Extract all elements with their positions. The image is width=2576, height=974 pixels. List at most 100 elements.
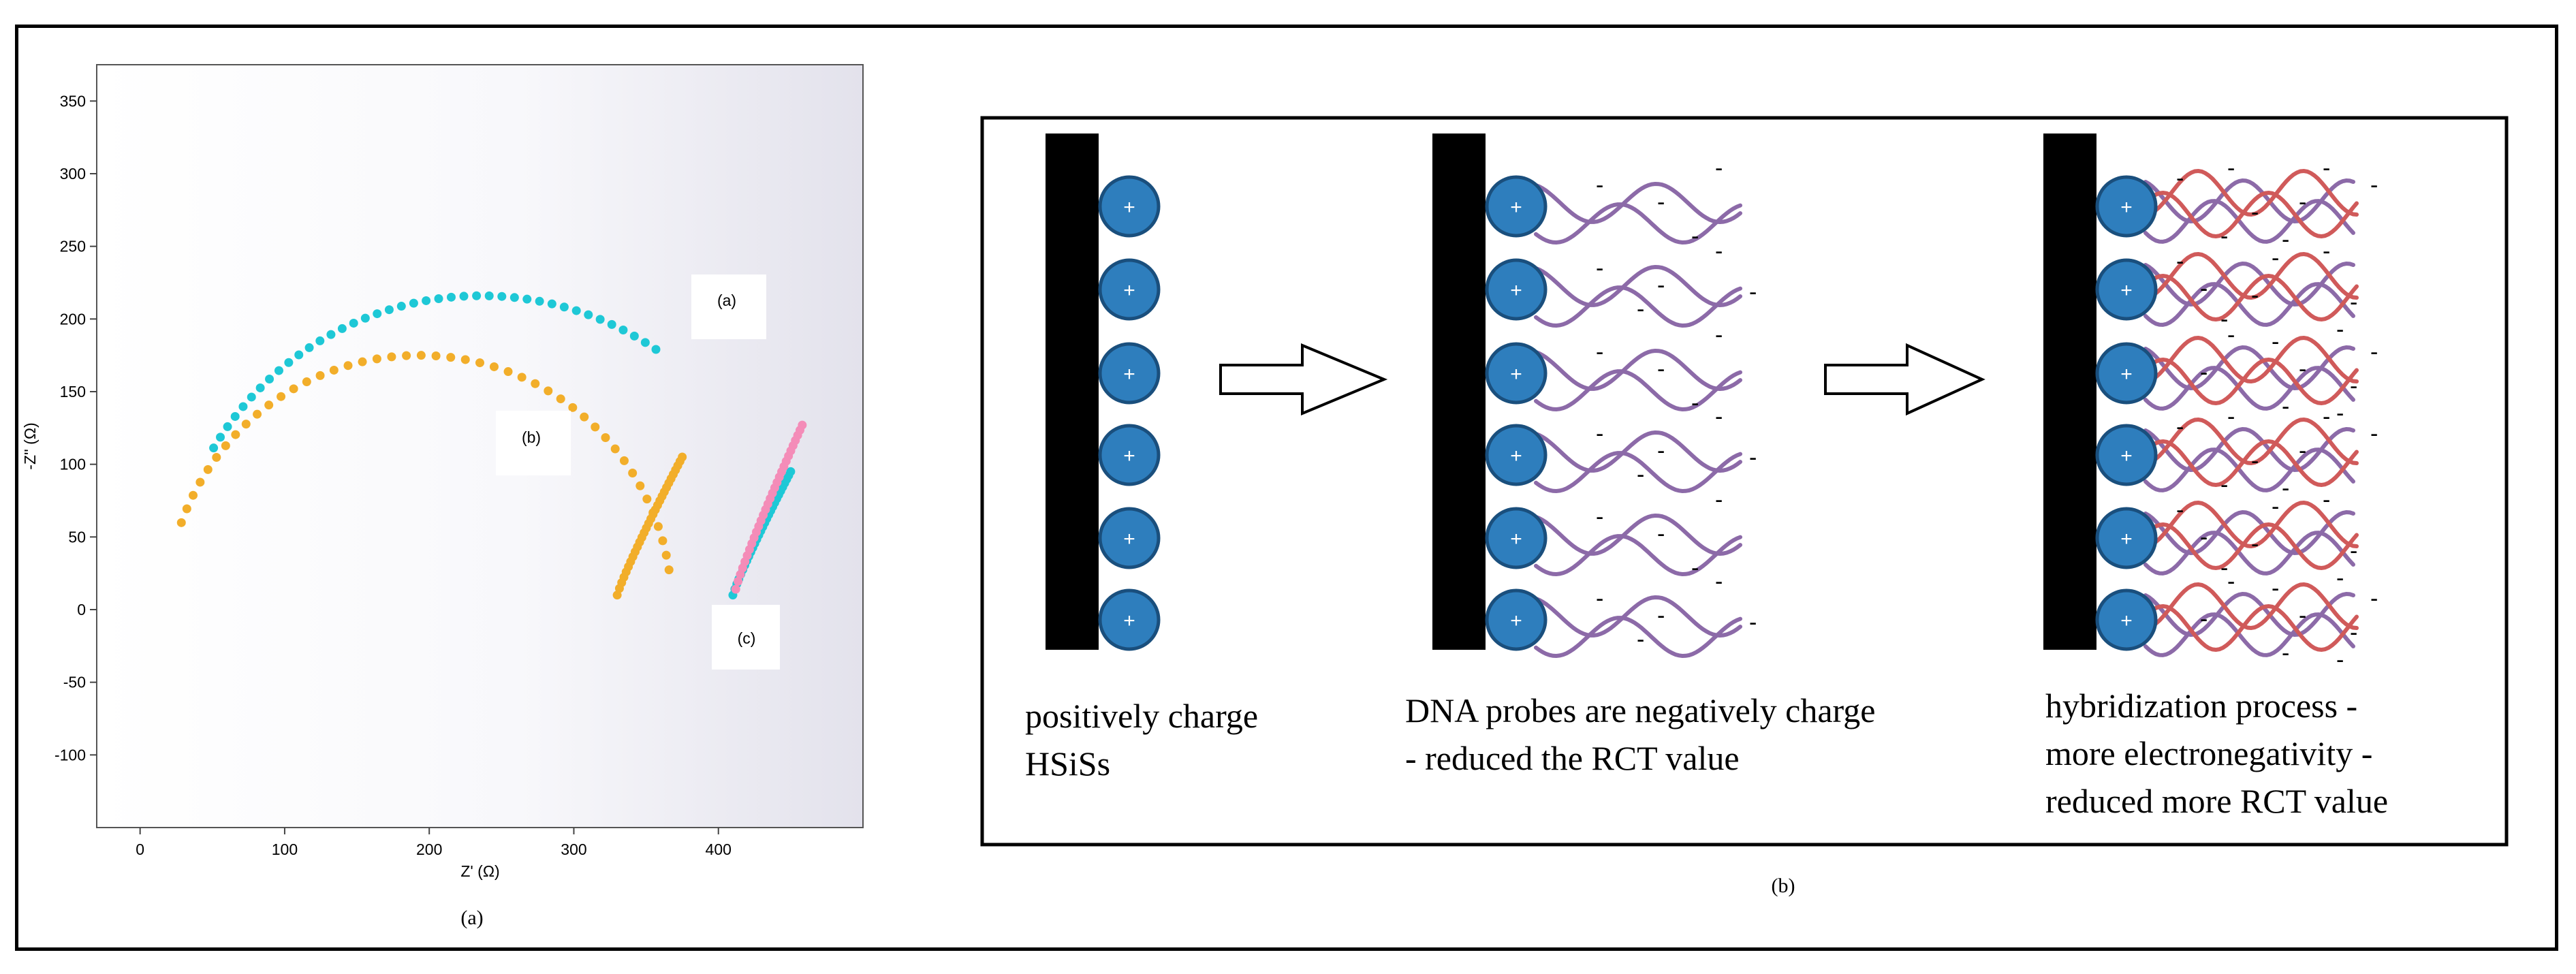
y-tick-label: 150	[60, 383, 86, 400]
data-point	[315, 371, 325, 380]
minus-sign: -	[1657, 272, 1665, 298]
positive-bead	[1485, 175, 1548, 238]
target-strand	[2143, 168, 2359, 217]
data-point	[274, 366, 283, 375]
minus-sign: -	[2176, 249, 2184, 274]
minus-sign: -	[1691, 390, 1699, 416]
minus-sign: -	[2251, 200, 2259, 225]
data-point	[648, 508, 658, 518]
minus-sign: -	[1637, 462, 1644, 488]
data-point	[176, 518, 186, 527]
data-point	[255, 383, 265, 392]
minus-sign: -	[2370, 339, 2378, 365]
minus-sign: -	[1715, 487, 1723, 513]
minus-sign: -	[2251, 531, 2259, 557]
data-point	[503, 367, 513, 377]
plus-sign: +	[1123, 528, 1135, 550]
probe-strand	[2143, 282, 2355, 327]
probe-strand	[2143, 612, 2355, 657]
minus-sign: -	[2323, 487, 2330, 513]
annotation-a: (a)	[717, 292, 736, 309]
minus-sign: -	[1715, 404, 1723, 430]
plus-sign: +	[2120, 445, 2133, 467]
minus-sign: -	[2282, 227, 2289, 253]
minus-sign: -	[1715, 238, 1723, 264]
minus-sign: -	[1691, 555, 1699, 581]
data-point	[628, 468, 638, 477]
plus-sign: +	[2120, 363, 2133, 386]
positive-bead	[2095, 424, 2158, 486]
data-point	[358, 357, 367, 366]
arrow-right-icon	[1824, 343, 1985, 416]
minus-sign: -	[2176, 414, 2184, 440]
data-point	[209, 443, 219, 453]
data-point	[580, 412, 589, 422]
annotation-b-box	[496, 411, 571, 475]
data-point	[571, 306, 581, 315]
positive-bead	[1098, 588, 1161, 651]
minus-sign: -	[1596, 172, 1603, 198]
y-tick-label: 0	[77, 601, 86, 618]
minus-sign: -	[2272, 576, 2279, 601]
data-point	[547, 299, 556, 309]
plus-sign: +	[1510, 196, 1522, 219]
minus-sign: -	[1637, 627, 1644, 653]
data-point	[384, 305, 394, 315]
positive-bead	[1485, 588, 1548, 651]
positive-bead	[1098, 424, 1161, 486]
data-point	[216, 433, 225, 442]
data-point	[315, 336, 325, 345]
target-strand	[2143, 522, 2359, 571]
data-point	[372, 354, 381, 364]
minus-sign: -	[2336, 565, 2344, 591]
probe-strand	[2143, 199, 2355, 244]
minus-sign: -	[2282, 640, 2289, 666]
annotation-b: (b)	[522, 428, 541, 446]
data-point	[497, 292, 507, 301]
positive-bead	[1098, 175, 1161, 238]
data-point	[329, 365, 339, 375]
data-point	[416, 351, 426, 360]
stage2-label: DNA probes are negatively charge - reduc…	[1405, 691, 1884, 777]
data-point	[559, 302, 569, 312]
data-point	[247, 392, 256, 402]
minus-sign: -	[2251, 283, 2259, 309]
minus-sign: -	[1749, 445, 1757, 471]
minus-sign: -	[2323, 404, 2330, 430]
plus-sign: +	[1123, 279, 1135, 302]
stage1-label: positively charge HSiSs	[1025, 697, 1267, 783]
probe-strand	[2143, 345, 2355, 391]
plus-sign: +	[1123, 363, 1135, 386]
probe-strand	[2143, 531, 2355, 576]
minus-sign: -	[2336, 317, 2344, 343]
positive-bead	[1485, 507, 1548, 569]
target-strand	[2143, 417, 2359, 466]
x-tick-label: 100	[272, 841, 298, 858]
y-tick-label: 250	[60, 238, 86, 255]
data-point	[459, 292, 469, 301]
minus-sign: -	[1596, 255, 1603, 281]
target-strand	[2143, 582, 2359, 631]
minus-sign: -	[2336, 647, 2344, 673]
minus-sign: -	[2220, 223, 2228, 249]
minus-sign: -	[1637, 296, 1644, 322]
positive-bead	[1098, 507, 1161, 569]
data-point	[360, 313, 370, 323]
probe-strand	[2143, 447, 2355, 492]
probe-strand	[2143, 426, 2355, 473]
data-point	[326, 330, 336, 339]
data-point	[591, 422, 600, 432]
probe-strand	[1534, 369, 1742, 412]
data-point	[230, 411, 240, 421]
data-point	[642, 494, 652, 504]
data-point	[619, 456, 629, 465]
data-point	[595, 315, 605, 324]
data-point	[522, 294, 532, 304]
minus-sign: -	[2227, 322, 2235, 348]
data-point	[277, 392, 286, 401]
plus-sign: +	[1510, 445, 1522, 467]
annotation-c-box	[712, 605, 780, 670]
